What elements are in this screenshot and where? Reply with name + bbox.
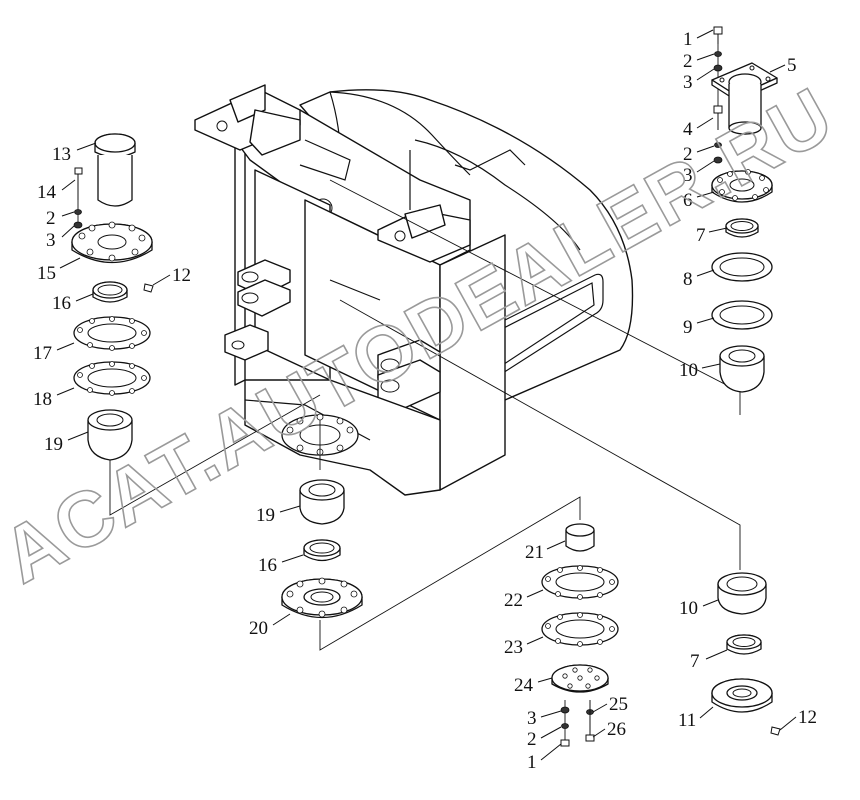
callout-25: 25 xyxy=(609,694,628,715)
callout-3: 3 xyxy=(683,72,693,93)
callout-22: 22 xyxy=(504,590,523,611)
callout-15: 15 xyxy=(37,263,56,284)
callout-leaders xyxy=(56,29,797,761)
callout-2: 2 xyxy=(683,51,693,72)
callout-11: 11 xyxy=(678,710,696,731)
callout-14: 14 xyxy=(37,182,57,203)
bottom-center-parts xyxy=(541,523,619,747)
callout-21: 21 xyxy=(525,542,544,563)
callout-7: 7 xyxy=(690,651,700,672)
callout-9: 9 xyxy=(683,317,693,338)
callout-19: 19 xyxy=(44,434,63,455)
top-right-parts xyxy=(711,26,778,393)
callout-5: 5 xyxy=(787,55,797,76)
callout-2: 2 xyxy=(46,208,56,229)
callout-13: 13 xyxy=(52,144,71,165)
callout-19: 19 xyxy=(256,505,275,526)
callout-12: 12 xyxy=(798,707,817,728)
callout-16: 16 xyxy=(258,555,277,576)
front-frame xyxy=(194,84,634,496)
callout-10: 10 xyxy=(679,598,698,619)
callout-20: 20 xyxy=(249,618,268,639)
callout-3: 3 xyxy=(683,165,693,186)
callout-10: 10 xyxy=(679,360,698,381)
callout-17: 17 xyxy=(33,343,52,364)
callout-3: 3 xyxy=(46,230,56,251)
callout-6: 6 xyxy=(683,190,693,211)
callout-12: 12 xyxy=(172,265,191,286)
callout-8: 8 xyxy=(683,269,693,290)
callout-3: 3 xyxy=(527,708,537,729)
callout-7: 7 xyxy=(696,225,706,246)
callout-1: 1 xyxy=(527,752,537,773)
callout-2: 2 xyxy=(527,729,537,750)
callout-labels: 1 2 3 5 4 2 3 6 7 8 9 10 13 14 2 3 15 12… xyxy=(33,29,817,773)
center-parts xyxy=(281,479,363,619)
callout-26: 26 xyxy=(607,719,626,740)
left-parts xyxy=(71,133,154,461)
bottom-right-parts xyxy=(711,572,781,736)
callout-2: 2 xyxy=(683,144,693,165)
callout-4: 4 xyxy=(683,119,693,140)
callout-1: 1 xyxy=(683,29,693,50)
callout-23: 23 xyxy=(504,637,523,658)
callout-18: 18 xyxy=(33,389,52,410)
callout-24: 24 xyxy=(514,675,534,696)
callout-16: 16 xyxy=(52,293,71,314)
